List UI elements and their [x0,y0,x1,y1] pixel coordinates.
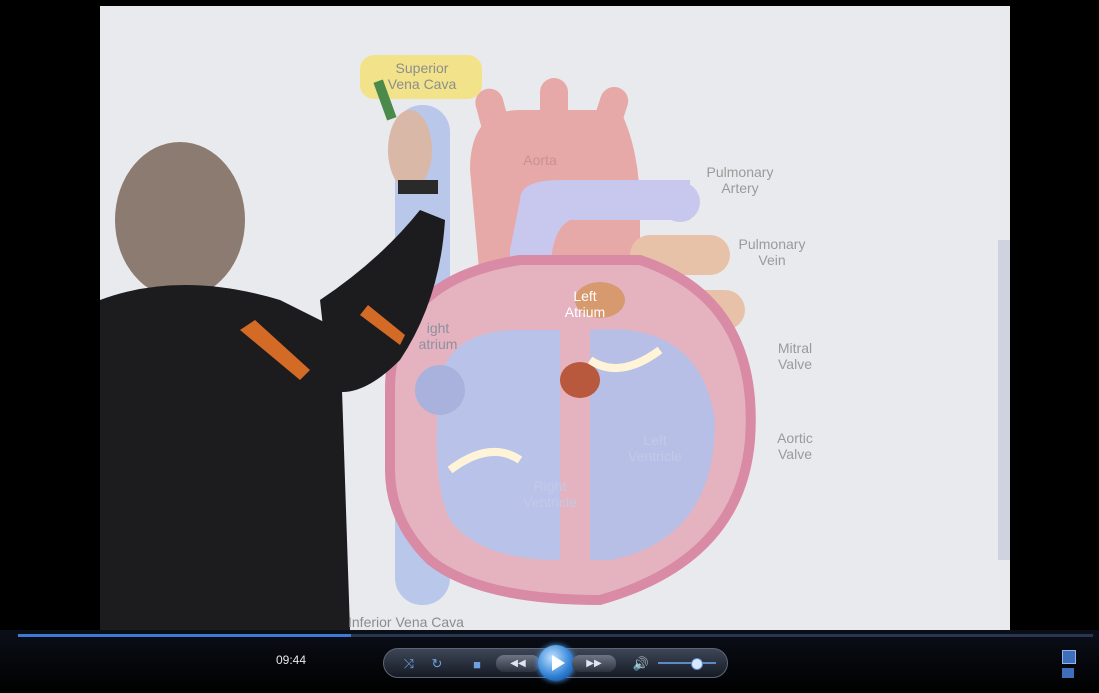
label-mitral-valve: Mitral Valve [760,340,830,372]
label-aortic-valve: Aortic Valve [760,430,830,462]
next-button[interactable]: ▶▶ [572,655,616,672]
play-button[interactable] [538,645,574,681]
elapsed-time: 09:44 [276,653,306,667]
next-icon: ▶▶ [580,656,608,671]
play-icon [552,655,565,671]
stop-icon[interactable]: ■ [468,656,486,672]
volume-icon[interactable]: 🔊 [632,656,650,672]
label-left-ventricle: Left Ventricle [615,432,695,464]
label-pulmonary-vein: Pulmonary Vein [722,236,822,268]
label-inferior-vena-cava: Inferior Vena Cava [348,614,508,630]
seek-bar-fill [18,634,351,637]
label-right-ventricle: Right Ventricle [505,478,595,510]
label-pulmonary-artery: Pulmonary Artery [690,164,790,196]
repeat-icon[interactable]: ↻ [428,656,446,672]
label-left-atrium: Left Atrium [555,288,615,320]
seek-bar[interactable] [18,634,1093,637]
previous-button[interactable]: ◀◀ [496,655,540,672]
label-superior-vena-cava: Superior Vena Cava [362,60,482,92]
switch-to-library-icon[interactable] [1062,650,1076,664]
video-content [0,0,1099,630]
previous-icon: ◀◀ [504,656,532,671]
shuffle-icon[interactable]: ⤨ [400,656,418,672]
label-right-atrium: ight atrium [418,320,458,352]
volume-slider-handle[interactable] [691,658,703,670]
volume-slider[interactable] [658,662,716,664]
label-aorta: Aorta [510,152,570,168]
fullscreen-icon[interactable] [1062,668,1074,678]
